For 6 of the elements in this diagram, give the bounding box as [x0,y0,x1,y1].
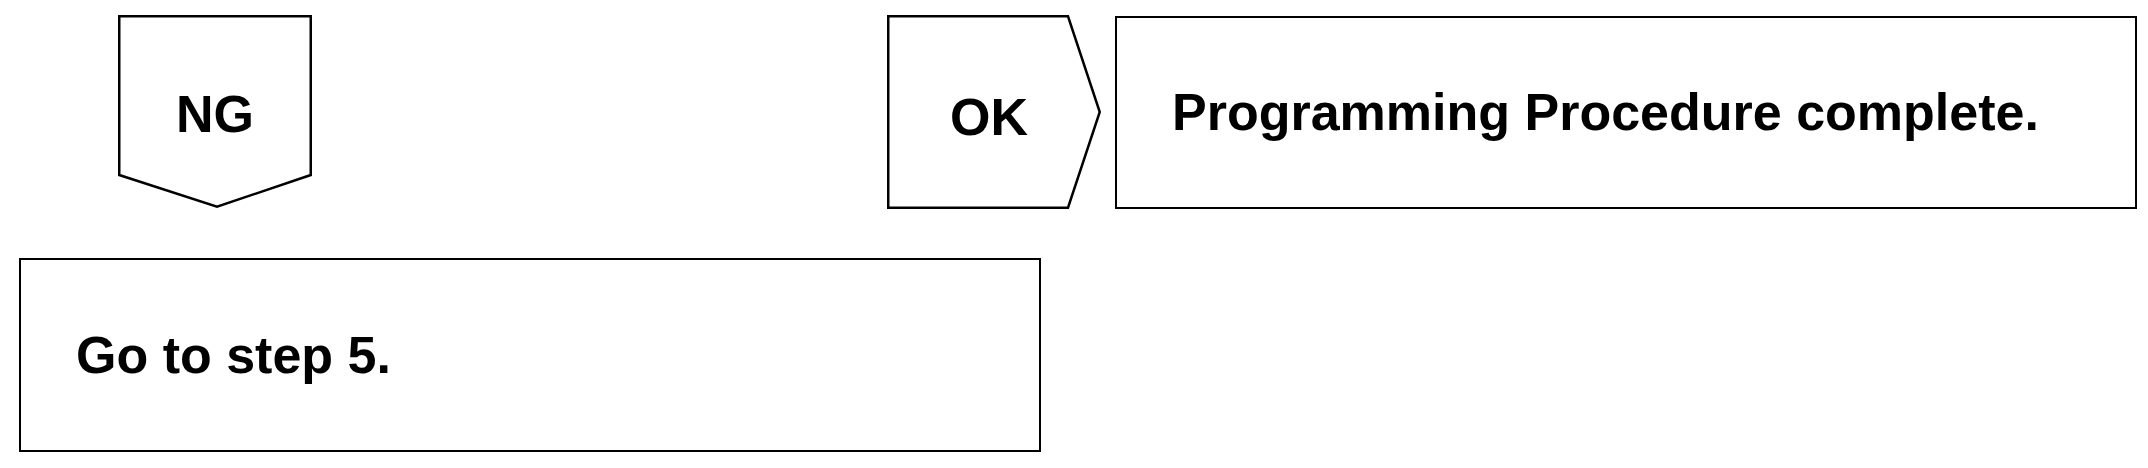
tag-label: NG [176,88,254,140]
pentagon-tag [118,15,312,208]
step-box [1115,16,2137,209]
pentagon-tag [887,15,1101,209]
tag-label: OK [950,91,1028,143]
step-box [19,258,1041,452]
